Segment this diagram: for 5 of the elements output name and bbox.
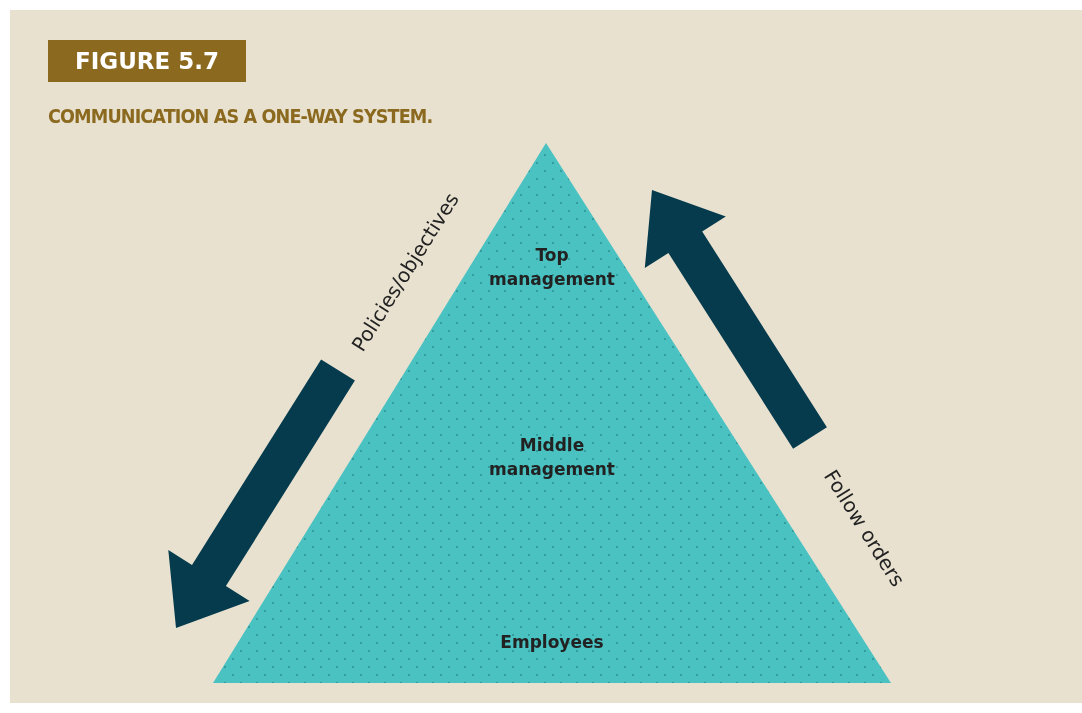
figure-number-tag: FIGURE 5.7 xyxy=(48,40,246,82)
level-label: Top management xyxy=(488,244,616,291)
level-label: Employees xyxy=(500,631,604,654)
figure-caption: COMMUNICATION AS A ONE-WAY SYSTEM. xyxy=(48,104,433,128)
level-label: Middle management xyxy=(488,434,616,481)
